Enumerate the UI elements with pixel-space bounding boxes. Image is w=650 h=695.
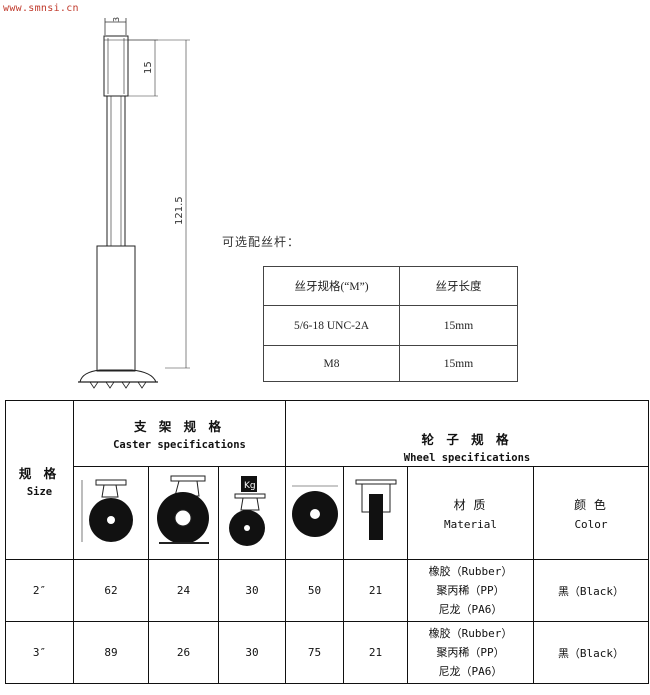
caster-spec-en: Caster specifications (113, 439, 246, 451)
wheel-spec-header: 轮 子 规 格 Wheel specifications (285, 400, 649, 467)
thread-length-cell: 15mm (399, 345, 518, 382)
wheel-spec-cn: 轮 子 规 格 (421, 432, 513, 447)
material-item: 尼龙（PA6） (438, 665, 503, 678)
watermark: www.smnsi.cn (3, 3, 79, 14)
dim-total-label: 121.5 (174, 196, 185, 225)
value-cell: 26 (148, 621, 219, 684)
thread-spec-cell: 5/6-18 UNC-2A (263, 305, 400, 346)
wheel-spec-en: Wheel specifications (403, 452, 531, 464)
caster-spec-cn: 支 架 规 格 (133, 419, 226, 434)
kg-label: Kg (244, 481, 256, 491)
stem-drawing: 3 15 121.5 (78, 17, 190, 389)
color-header-cn: 颜 色 (574, 497, 608, 512)
material-header-cn: 材 质 (453, 497, 488, 512)
thread-length-header: 丝牙长度 (399, 266, 518, 306)
value-cell: 89 (73, 621, 149, 684)
thread-spec-cell: M8 (263, 345, 400, 382)
thread-spec-header: 丝牙规格(“M”) (263, 266, 400, 306)
color-cell: 黑（Black） (533, 559, 649, 622)
caster-side-view-cell (73, 466, 149, 560)
dim-top-label: 3 (112, 17, 121, 22)
size-cell: 3″ (5, 621, 74, 684)
size-header-cn: 规 格 (18, 465, 61, 481)
material-item: 橡胶（Rubber） (428, 627, 513, 640)
caster-spec-header: 支 架 规 格 Caster specifications (73, 400, 286, 467)
material-cell: 橡胶（Rubber） 聚丙稀（PP） 尼龙（PA6） (407, 559, 534, 622)
wheel-diameter-cell (285, 466, 344, 560)
material-header-en: Material (444, 517, 497, 531)
caster-side-icon (81, 479, 133, 542)
color-header-en: Color (574, 517, 608, 531)
size-cell: 2″ (5, 559, 74, 622)
value-cell: 30 (218, 621, 286, 684)
wheel-width-cell (343, 466, 408, 560)
wheel-width-icon (355, 479, 396, 540)
color-cell: 黑（Black） (533, 621, 649, 684)
value-cell: 62 (73, 559, 149, 622)
value-cell: 24 (148, 559, 219, 622)
color-header: 颜 色 Color (533, 466, 649, 560)
value-cell: 21 (343, 559, 408, 622)
wheel-diameter-icon (291, 485, 338, 537)
size-header-en: Size (26, 485, 53, 498)
caster-brake-icon (156, 475, 209, 544)
value-cell: 75 (285, 621, 344, 684)
caster-brake-view-cell (148, 466, 219, 560)
material-item: 聚丙稀（PP） (436, 584, 505, 597)
dim-thread-label: 15 (143, 61, 154, 74)
material-header: 材 质 Material (407, 466, 534, 560)
optional-stem-label: 可选配丝杆： (222, 235, 301, 249)
material-item: 尼龙（PA6） (438, 603, 503, 616)
table-row: 3″ 89 26 30 75 21 橡胶（Rubber） 聚丙稀（PP） 尼龙（… (5, 621, 649, 684)
caster-load-icon: Kg (229, 475, 266, 546)
spec-table: 规 格 Size 支 架 规 格 Caster specifications 轮… (5, 400, 649, 684)
material-item: 聚丙稀（PP） (436, 646, 505, 659)
caster-load-view-cell: Kg (218, 466, 286, 560)
thread-options-table: 丝牙规格(“M”) 丝牙长度 5/6-18 UNC-2A 15mm M8 15m… (263, 266, 518, 382)
material-cell: 橡胶（Rubber） 聚丙稀（PP） 尼龙（PA6） (407, 621, 534, 684)
size-header: 规 格 Size (5, 400, 74, 560)
thread-length-cell: 15mm (399, 305, 518, 346)
value-cell: 30 (218, 559, 286, 622)
value-cell: 50 (285, 559, 344, 622)
value-cell: 21 (343, 621, 408, 684)
table-row: 2″ 62 24 30 50 21 橡胶（Rubber） 聚丙稀（PP） 尼龙（… (5, 559, 649, 622)
material-item: 橡胶（Rubber） (428, 565, 513, 578)
